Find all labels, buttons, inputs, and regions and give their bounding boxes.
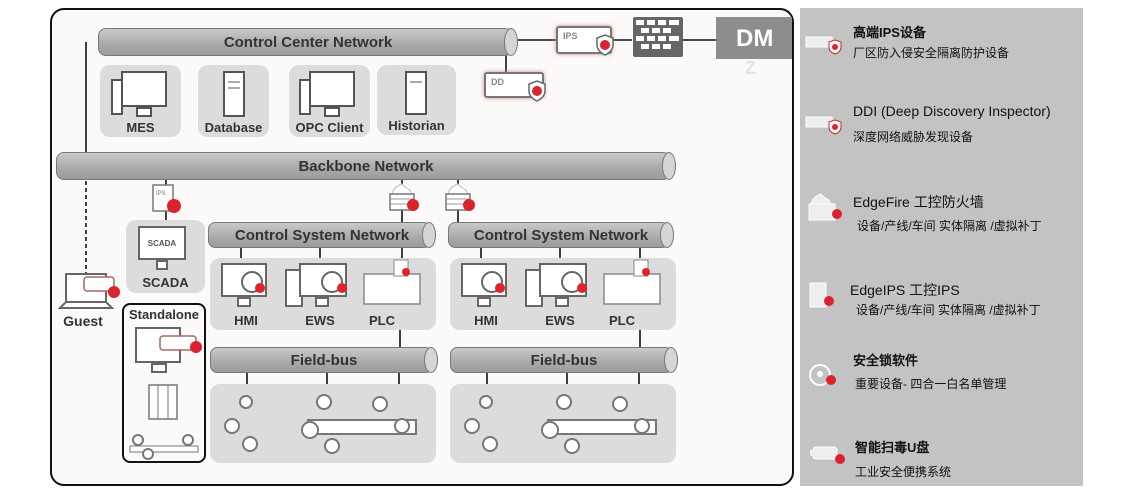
laptop-icon (57, 273, 120, 309)
standalone-label: Standalone (128, 307, 200, 322)
legend-title: EdgeFire 工控防火墙 (853, 194, 984, 210)
legend-title: DDI (Deep Discovery Inspector) (853, 103, 1051, 119)
legend-subtitle: 厂区防入侵安全隔离防护设备 (853, 46, 1010, 60)
scada-monitor-icon: SCADA (138, 226, 186, 260)
hmi-label: HMI (474, 313, 498, 328)
ips-tag: IPS (563, 31, 578, 41)
pipe-label: Control Center Network (223, 33, 393, 51)
svg-text:IPS: IPS (156, 191, 166, 197)
plc-icon (363, 259, 421, 305)
legend-subtitle: 深度网络威胁发现设备 (853, 130, 974, 144)
ews-icon (285, 263, 347, 307)
legend-title: 高端IPS设备 (853, 25, 926, 40)
cell-icons (221, 259, 421, 307)
pipe-label: Control System Network (234, 226, 410, 244)
plc-icon (603, 259, 661, 305)
monitor-icon (299, 71, 355, 117)
edgeips-icon (809, 282, 834, 308)
robot-arms-icon (224, 394, 417, 454)
robot-arms-icon (129, 434, 199, 460)
backbone-network-pipe: Backbone Network (56, 152, 676, 180)
guest-label: Guest (63, 313, 103, 329)
shield-icon (528, 80, 546, 102)
dmz-z-label: Z (745, 58, 756, 78)
robot-arms-icon (464, 394, 657, 454)
database-label: Database (204, 120, 263, 135)
control-system-network-pipe: Control System Network (448, 222, 674, 248)
ews-icon (525, 263, 587, 307)
monitor-stand (156, 260, 168, 270)
legend-subtitle: 工业安全便携系统 (855, 465, 952, 479)
server-icon (405, 71, 427, 115)
legend-subtitle: 设备/产线/车间 实体隔离 /虚拟补丁 (857, 219, 1042, 233)
control-center-network-pipe: Control Center Network (98, 28, 518, 56)
monitor-usb-icon (135, 327, 202, 373)
edgefire-icon (808, 193, 842, 221)
monitor-icon (111, 71, 167, 117)
dd-tag: DD (491, 77, 504, 87)
plc-label: PLC (369, 313, 395, 328)
security-lock-icon (809, 364, 836, 386)
ews-label: EWS (545, 313, 575, 328)
opc-client-label: OPC Client (295, 120, 364, 135)
scada-label: SCADA (142, 275, 189, 290)
legend-title: 智能扫毒U盘 (855, 440, 930, 455)
edgeips-icon: IPS (152, 184, 181, 213)
server-icon (223, 71, 245, 117)
hmi-icon (221, 263, 267, 307)
legend-title: EdgeIPS 工控IPS (850, 282, 960, 298)
scada-screen-label: SCADA (147, 239, 177, 248)
shield-icon (596, 34, 614, 56)
edgefire-icon (389, 183, 419, 211)
field-bus-pipe: Field-bus (210, 347, 438, 373)
usb-scanner-icon (810, 446, 845, 464)
ews-label: EWS (305, 313, 335, 328)
pipe-label: Control System Network (473, 226, 649, 244)
legend-subtitle: 设备/产线/车间 实体隔离 /虚拟补丁 (856, 303, 1041, 317)
legend-subtitle: 重要设备- 四合一白名单管理 (855, 377, 1007, 391)
hmi-icon (461, 263, 507, 307)
ddi-appliance-icon (805, 116, 842, 135)
field-bus-pipe: Field-bus (450, 347, 678, 373)
legend-panel: 高端IPS设备 厂区防入侵安全隔离防护设备 DDI (Deep Discover… (800, 8, 1083, 486)
pipe-label: Field-bus (290, 351, 358, 369)
pipe-label: Field-bus (530, 351, 598, 369)
pipe-label: Backbone Network (298, 157, 434, 175)
control-system-network-pipe: Control System Network (208, 222, 436, 248)
cell-icons (461, 259, 661, 307)
dmz-box: DM (716, 17, 792, 59)
ips-appliance-icon (805, 36, 842, 55)
historian-label: Historian (388, 118, 445, 133)
edgefire-icon (445, 183, 475, 211)
dmz-label: DM (736, 25, 774, 52)
plc-icon (148, 384, 178, 420)
hmi-label: HMI (234, 313, 258, 328)
plc-label: PLC (609, 313, 635, 328)
firewall-icon (633, 17, 683, 57)
mes-label: MES (126, 120, 155, 135)
legend-title: 安全锁软件 (853, 353, 919, 368)
